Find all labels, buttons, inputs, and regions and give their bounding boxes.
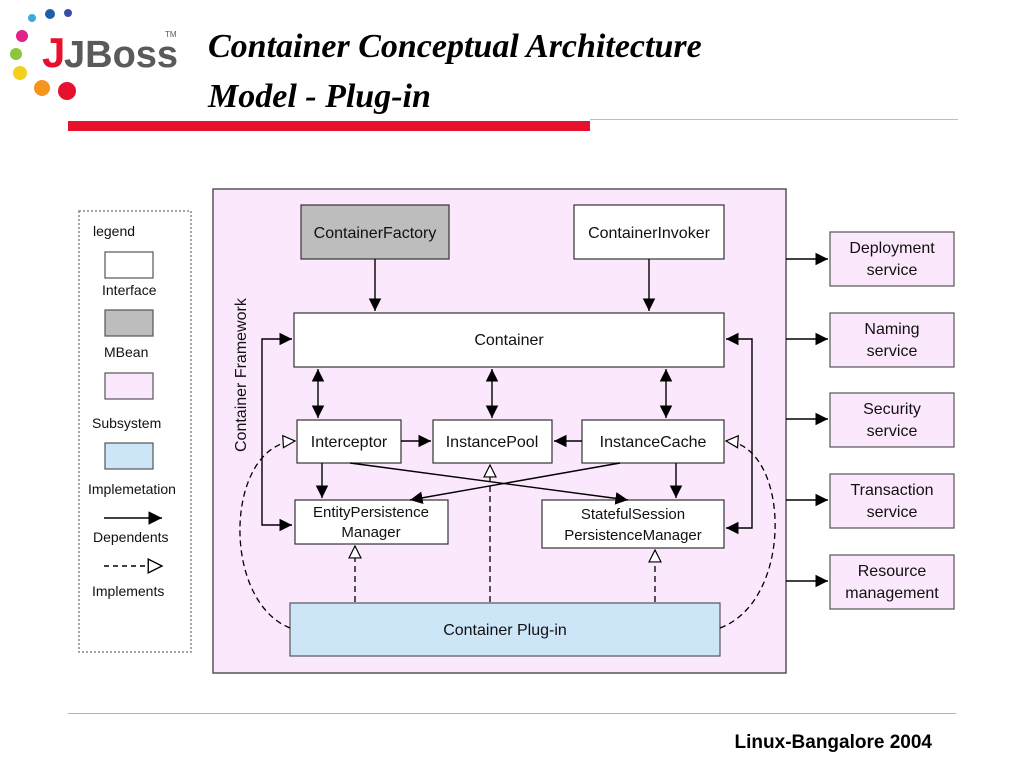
legend-mbean-swatch (104, 309, 154, 337)
deployment-service-box (829, 231, 955, 287)
slide-title-line-2: Model - Plug-in (208, 78, 431, 115)
container-invoker-label: ContainerInvoker (588, 225, 711, 242)
naming-service-box (829, 312, 955, 368)
footer-rule (68, 713, 956, 714)
instance-pool-box (432, 419, 553, 464)
deployment-service-line-2: service (867, 262, 918, 279)
svg-text:TM: TM (165, 30, 177, 39)
stateful-container-loop-arrow (726, 332, 753, 535)
legend-implementation-label: Implemetation (88, 481, 176, 497)
legend: legend Interface MBean Subsystem Impleme… (78, 210, 192, 653)
legend-interface-swatch (104, 251, 154, 279)
security-service-box (829, 392, 955, 448)
naming-service-line-1: Naming (864, 321, 919, 338)
naming-service-line-2: service (867, 343, 918, 360)
footer-text: Linux-Bangalore 2004 (734, 732, 932, 753)
resource-management-line-1: Resource (858, 563, 927, 580)
security-service-line-1: Security (863, 401, 921, 418)
entity-persistence-label-line-1: EntityPersistence (313, 504, 429, 521)
container-plugin-box (289, 602, 721, 657)
instance-cache-box (581, 419, 725, 464)
legend-mbean-label: MBean (104, 344, 148, 360)
legend-implementation-swatch (104, 442, 154, 470)
stateful-session-label-line-1: StatefulSession (581, 506, 685, 523)
slide-title-line-1: Container Conceptual Architecture (208, 28, 702, 65)
slide-title: Container Conceptual Architecture Model … (208, 22, 702, 122)
resource-management-box (829, 554, 955, 610)
plugin-implements-interceptor (239, 441, 295, 629)
legend-title: legend (93, 223, 135, 239)
legend-subsystem-label: Subsystem (92, 415, 161, 431)
security-service-line-2: service (867, 423, 918, 440)
container-factory-label: ContainerFactory (314, 225, 437, 242)
entity-container-loop-arrow (261, 332, 292, 532)
legend-implements-label: Implements (92, 583, 164, 599)
external-services: Deployment service Naming service Securi… (829, 231, 955, 610)
container-invoker-box (573, 204, 725, 260)
instance-cache-label: InstanceCache (600, 434, 707, 451)
cache-to-entity-arrow (409, 462, 621, 505)
deployment-service-line-1: Deployment (849, 240, 935, 257)
plugin-implements-cache (719, 441, 776, 629)
title-underline-rule (590, 119, 958, 120)
container-factory-box (300, 204, 450, 260)
resource-management-line-2: management (845, 585, 939, 602)
instance-pool-label: InstancePool (446, 434, 539, 451)
jboss-logo: J JBoss TM (10, 9, 178, 100)
svg-text:JBoss: JBoss (64, 34, 178, 76)
container-plugin-label: Container Plug-in (443, 622, 567, 639)
transaction-service-box (829, 473, 955, 529)
legend-interface-label: Interface (102, 282, 157, 298)
stateful-session-label-line-2: PersistenceManager (564, 527, 702, 544)
interceptor-to-stateful-arrow (349, 462, 629, 505)
transaction-service-line-1: Transaction (851, 482, 934, 499)
container-box (293, 312, 725, 368)
container-framework-label: Container Framework (233, 297, 250, 452)
entity-persistence-label-line-2: Manager (341, 524, 400, 541)
title-underline-red (68, 121, 590, 131)
interceptor-label: Interceptor (311, 434, 388, 451)
legend-subsystem-swatch (104, 372, 154, 400)
svg-text:J: J (42, 29, 65, 76)
entity-persistence-manager-box (294, 499, 449, 545)
legend-dependents-label: Dependents (93, 529, 169, 545)
container-label: Container (474, 332, 544, 349)
stateful-session-persistence-manager-box (541, 499, 725, 549)
transaction-service-line-2: service (867, 504, 918, 521)
